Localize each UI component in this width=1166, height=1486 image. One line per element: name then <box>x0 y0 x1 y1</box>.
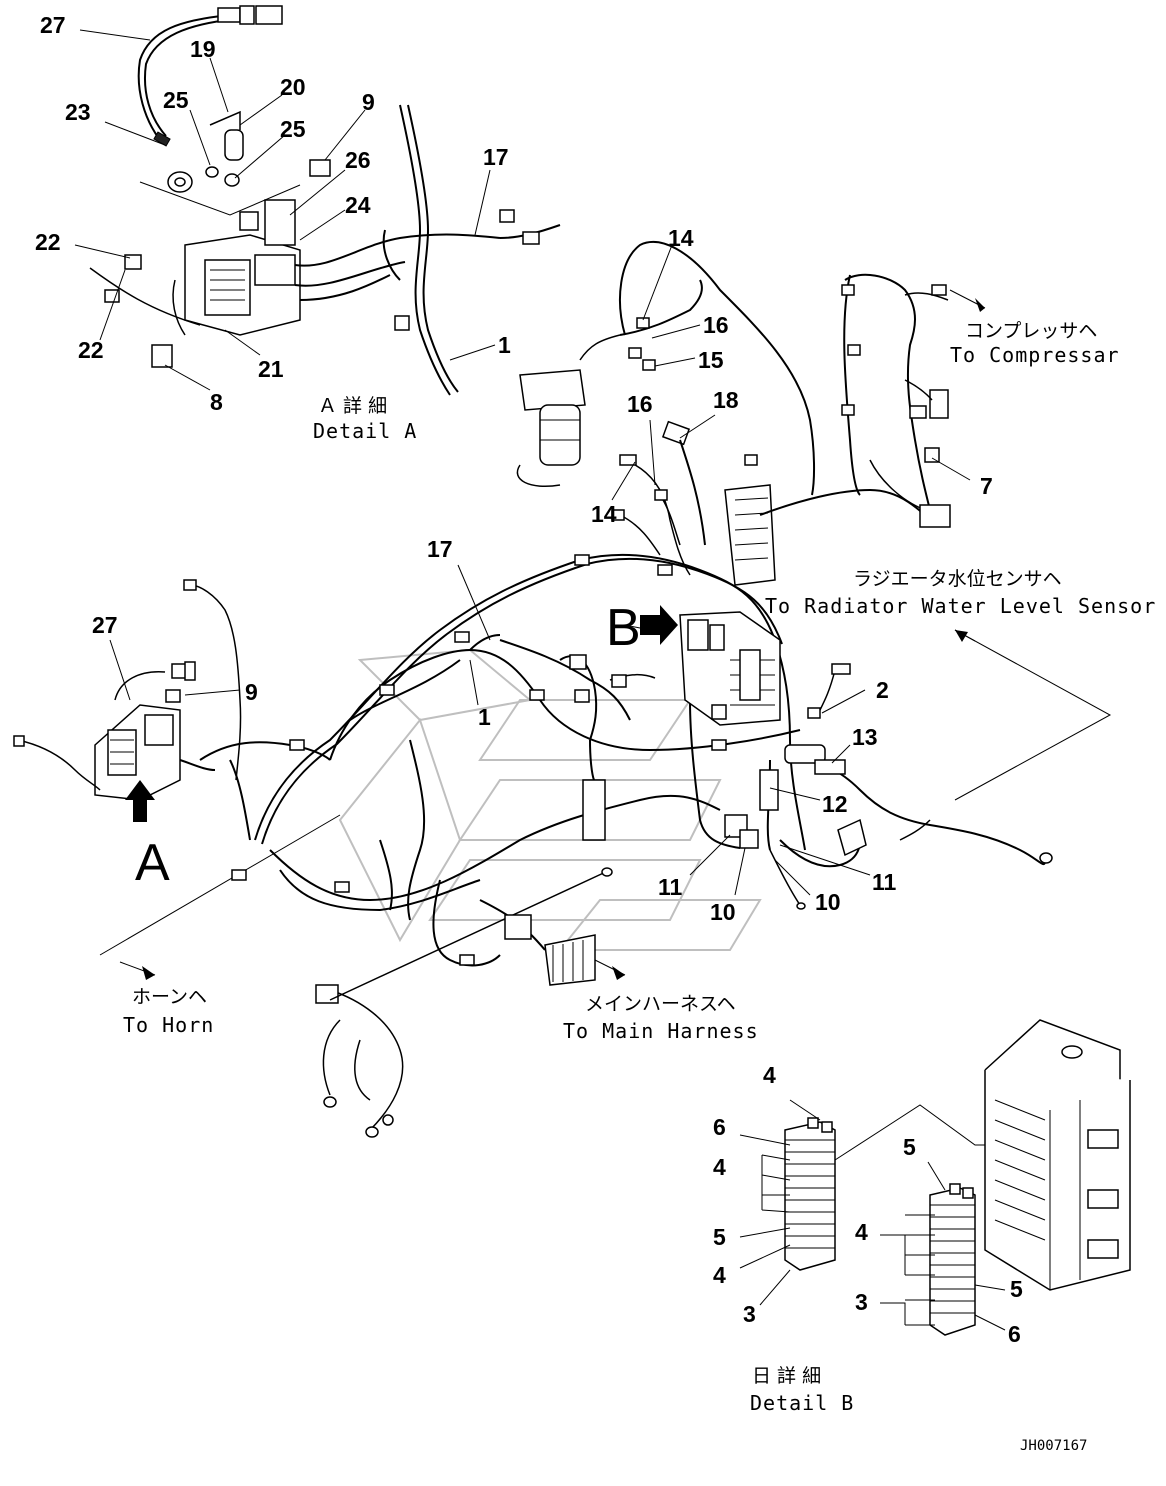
callout-8: 8 <box>210 389 223 415</box>
view-a-letter: A <box>135 834 170 892</box>
main-harness-en: To Main Harness <box>563 1019 759 1043</box>
callout-4: 4 <box>713 1154 726 1180</box>
callout-10: 10 <box>710 899 736 925</box>
view-a-arrow <box>125 780 155 822</box>
callout-27: 27 <box>40 12 66 38</box>
detail-a-assembly <box>89 5 561 396</box>
callout-6: 6 <box>713 1114 726 1140</box>
horn-jp: ホーンヘ <box>132 986 207 1008</box>
horn-en: To Horn <box>123 1013 214 1037</box>
detail-b-en: Detail B <box>750 1391 854 1415</box>
callout-26: 26 <box>345 147 371 173</box>
callout-4: 4 <box>713 1262 726 1288</box>
callout-17: 17 <box>483 144 509 170</box>
callout-12: 12 <box>822 791 848 817</box>
callout-18: 18 <box>713 387 739 413</box>
callout-25: 25 <box>280 116 306 142</box>
callout-10: 10 <box>815 889 841 915</box>
callout-15: 15 <box>698 347 724 373</box>
callout-1: 1 <box>478 704 491 730</box>
callout-20: 20 <box>280 74 306 100</box>
callout-21: 21 <box>258 356 284 382</box>
callout-19: 19 <box>190 36 216 62</box>
callout-labels: 27 19 20 23 25 25 9 26 24 22 22 21 8 17 … <box>35 12 1023 1347</box>
callout-5: 5 <box>713 1224 726 1250</box>
callout-6: 6 <box>1008 1321 1021 1347</box>
detail-b-jp: 日 詳 細 <box>752 1365 821 1387</box>
upper-right-harness <box>516 241 986 586</box>
callout-14: 14 <box>668 225 694 251</box>
callout-3: 3 <box>855 1289 868 1315</box>
view-b-letter: B <box>606 599 641 657</box>
callout-11: 11 <box>658 874 683 900</box>
compressor-jp: コンプレッサヘ <box>965 320 1097 342</box>
callout-5: 5 <box>903 1134 916 1160</box>
callout-11: 11 <box>872 869 897 895</box>
callout-3: 3 <box>743 1301 756 1327</box>
callout-7: 7 <box>980 473 993 499</box>
main-harness-jp: メインハーネスヘ <box>585 993 736 1015</box>
callout-9: 9 <box>245 679 258 705</box>
detail-a-jp: Ａ 詳 細 <box>318 395 387 417</box>
callout-14: 14 <box>591 501 617 527</box>
callout-13: 13 <box>852 724 878 750</box>
detail-b-fuse-assembly <box>739 1019 1131 1336</box>
callout-2: 2 <box>876 677 889 703</box>
callout-16: 16 <box>703 312 729 338</box>
callout-23: 23 <box>65 99 91 125</box>
callout-4: 4 <box>855 1219 868 1245</box>
callout-25: 25 <box>163 87 189 113</box>
detail-a-en: Detail A <box>313 419 417 443</box>
view-b-arrow <box>640 605 678 645</box>
callout-4: 4 <box>763 1062 776 1088</box>
radiator-jp: ラジエータ水位センサヘ <box>853 568 1062 590</box>
callout-27: 27 <box>92 612 118 638</box>
destination-labels: コンプレッサヘ To Compressar ラジエータ水位センサヘ To Rad… <box>123 320 1156 1043</box>
watermark <box>338 648 762 951</box>
callout-22: 22 <box>78 337 104 363</box>
callout-1: 1 <box>498 332 511 358</box>
main-harness <box>13 553 1112 1138</box>
callout-16: 16 <box>627 391 653 417</box>
leader-lines <box>74 29 971 896</box>
callout-9: 9 <box>362 89 375 115</box>
compressor-en: To Compressar <box>950 343 1120 367</box>
callout-17: 17 <box>427 536 453 562</box>
callout-5: 5 <box>1010 1276 1023 1302</box>
radiator-en: To Radiator Water Level Sensor <box>765 594 1156 618</box>
callout-24: 24 <box>345 192 371 218</box>
drawing-code: JH007167 <box>1020 1438 1087 1454</box>
view-labels: Ａ 詳 細 Detail A 日 詳 細 Detail B B A <box>135 395 854 1415</box>
callout-22: 22 <box>35 229 61 255</box>
